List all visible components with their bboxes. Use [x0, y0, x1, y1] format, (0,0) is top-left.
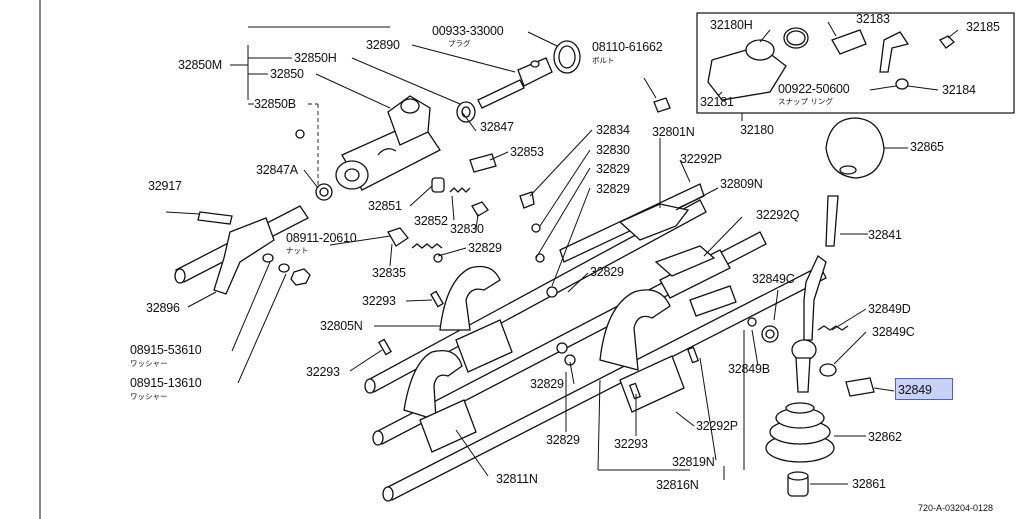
- label-32829-d: 32829: [590, 265, 624, 279]
- label-32185: 32185: [966, 20, 1000, 34]
- label-32829-c: 32829: [596, 182, 630, 196]
- label-washer-a-jp: ワッシャー: [130, 359, 168, 368]
- label-00922-50600: 00922-50600: [778, 82, 850, 96]
- label-32850B: 32850B: [254, 97, 296, 111]
- label-32852: 32852: [414, 214, 448, 228]
- part-32849B: [747, 317, 757, 327]
- label-32829-f: 32829: [546, 433, 580, 447]
- label-32830-lower: 32830: [450, 222, 484, 236]
- diagram-code: 720-A-03204-0128: [918, 503, 994, 513]
- part-32851: [431, 177, 445, 193]
- inset-box: [696, 12, 1015, 114]
- part-32835: [387, 227, 409, 247]
- label-32811N: 32811N: [496, 472, 538, 486]
- label-32292Q: 32292Q: [756, 208, 800, 222]
- label-32849D: 32849D: [868, 302, 911, 316]
- part-32896-yoke: [213, 217, 275, 295]
- part-32841: [825, 195, 839, 247]
- label-washer-b-jp: ワッシャー: [130, 392, 168, 401]
- label-32917: 32917: [148, 179, 182, 193]
- label-32830-upper: 32830: [596, 143, 630, 157]
- label-bolt-jp: ボルト: [592, 56, 615, 65]
- shift-boot: [765, 402, 835, 463]
- part-32849: [845, 377, 875, 397]
- label-32849-highlighted[interactable]: 32849: [898, 383, 932, 397]
- label-32847A: 32847A: [256, 163, 298, 177]
- shift-fork-upper: [439, 265, 513, 373]
- label-snap-ring-jp: スナップ リング: [778, 97, 833, 106]
- label-32849C-a: 32849C: [752, 272, 795, 286]
- label-32862: 32862: [868, 430, 902, 444]
- label-nut-jp: ナット: [286, 246, 309, 255]
- part-32852: [449, 187, 471, 193]
- part-32847: [469, 153, 497, 173]
- leader-lines: [165, 21, 959, 485]
- label-32861: 32861: [852, 477, 886, 491]
- shift-lever-housing: [335, 95, 441, 191]
- label-00933-33000: 00933-33000: [432, 24, 504, 38]
- label-32829-a: 32829: [468, 241, 502, 255]
- label-32849B: 32849B: [728, 362, 770, 376]
- shift-knob: [825, 117, 885, 179]
- highlight-box: [895, 378, 953, 400]
- part-32830b: [471, 201, 489, 217]
- part-bolt-08110: [653, 97, 671, 113]
- label-32184: 32184: [942, 83, 976, 97]
- label-plug-jp: プラグ: [448, 39, 471, 48]
- label-32835: 32835: [372, 266, 406, 280]
- inset-parts: [707, 27, 955, 101]
- label-32829-b: 32829: [596, 162, 630, 176]
- shift-fork-lower: [403, 349, 477, 453]
- shift-rods: [364, 183, 827, 502]
- label-08110-61662: 08110-61662: [592, 40, 663, 54]
- label-32896: 32896: [146, 301, 180, 315]
- shift-lever: [791, 254, 827, 393]
- label-08915-53610: 08915-53610: [130, 343, 202, 357]
- pins-balls: [378, 223, 700, 400]
- label-32293-b: 32293: [306, 365, 340, 379]
- label-08915-13610: 08915-13610: [130, 376, 202, 390]
- label-32809N: 32809N: [720, 177, 763, 191]
- label-32850: 32850: [270, 67, 304, 81]
- label-32180: 32180: [740, 123, 774, 137]
- label-32293-a: 32293: [362, 294, 396, 308]
- label-32180H: 32180H: [710, 18, 753, 32]
- part-washer-a: [262, 253, 274, 263]
- label-32829-e: 32829: [530, 377, 564, 391]
- label-32834: 32834: [596, 123, 630, 137]
- label-32841: 32841: [868, 228, 902, 242]
- label-32865: 32865: [910, 140, 944, 154]
- label-32850H: 32850H: [294, 51, 337, 65]
- label-32853: 32853: [510, 145, 544, 159]
- part-clip: [295, 129, 305, 139]
- shift-fork-right: [659, 249, 737, 317]
- label-32819N: 32819N: [672, 455, 715, 469]
- part-32861: [787, 471, 809, 497]
- label-32183: 32183: [856, 12, 890, 26]
- part-32809N: [654, 245, 716, 277]
- part-nut: [290, 268, 311, 286]
- part-32849C-b: [819, 363, 837, 377]
- part-spring: [411, 243, 443, 249]
- part-washer-b: [278, 263, 290, 273]
- label-32292P-lower: 32292P: [696, 419, 738, 433]
- part-32849D: [817, 325, 849, 331]
- label-32851: 32851: [368, 199, 402, 213]
- label-32847: 32847: [480, 120, 514, 134]
- label-32292P-upper: 32292P: [680, 152, 722, 166]
- label-32849C-b: 32849C: [872, 325, 915, 339]
- label-32816N: 32816N: [656, 478, 699, 492]
- label-32293-c: 32293: [614, 437, 648, 451]
- label-32801N: 32801N: [652, 125, 695, 139]
- label-08911-20610: 08911-20610: [286, 231, 357, 245]
- part-32890-shaft: [477, 57, 553, 109]
- label-32181: 32181: [700, 95, 734, 109]
- label-32850M: 32850M: [178, 58, 222, 72]
- label-32805N: 32805N: [320, 319, 363, 333]
- part-32801N: [618, 203, 690, 241]
- label-32890: 32890: [366, 38, 400, 52]
